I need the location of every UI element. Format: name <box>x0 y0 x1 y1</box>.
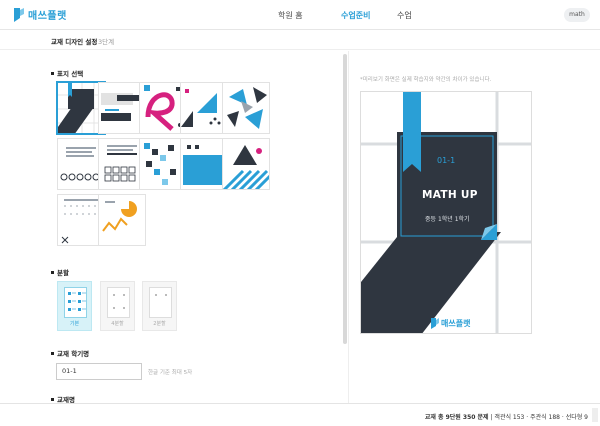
split-label-basic: 기본 <box>69 321 80 327</box>
semester-hint: 한글 기준 최대 5자 <box>148 370 193 376</box>
cover-preview: 01-1 MATH UP 중등 1학년 1학기 매쓰플랫 <box>360 91 532 334</box>
section-split-label: 분할 <box>57 269 69 277</box>
semester-input[interactable]: 01-1 <box>56 363 142 380</box>
cover-option-11[interactable] <box>57 194 105 246</box>
preview-note: *미리보기 화면은 실제 학습지와 약간의 차이가 있습니다. <box>360 77 492 83</box>
split-preview-page <box>64 287 87 318</box>
section-semester: 교재 학기명 <box>51 348 89 358</box>
bullet-icon <box>51 351 54 355</box>
split-preview-page <box>107 287 130 318</box>
split-4-icon <box>113 294 125 309</box>
cover-option-12[interactable] <box>98 194 146 246</box>
nav-class-prep[interactable]: 수업준비 <box>341 11 371 20</box>
cover-5-art <box>227 87 267 129</box>
section-split: 분할 <box>51 267 69 277</box>
cover-8-art <box>144 143 176 185</box>
nav-home[interactable]: 학원 홈 <box>278 11 303 20</box>
section-semester-label: 교재 학기명 <box>57 350 90 358</box>
cover-option-10[interactable] <box>222 138 270 190</box>
footer-separator: | <box>490 414 495 421</box>
bullet-icon <box>51 71 54 75</box>
cover-option-6[interactable] <box>57 138 105 190</box>
split-option-4[interactable]: 4분할 <box>100 281 135 331</box>
split-preview-page <box>149 287 172 318</box>
cover-6-art <box>60 147 100 181</box>
bullet-icon <box>51 270 54 274</box>
settings-panel: 표지 선택 <box>0 51 345 403</box>
panel-divider <box>348 51 349 403</box>
footer-summary: 교재 총 9단원 350 문제 | 객관식 153 · 주관식 188 · 선다… <box>425 412 588 421</box>
section-cover: 표지 선택 <box>51 68 83 78</box>
left-panel-scrollbar[interactable] <box>343 54 347 344</box>
split-basic-icon <box>68 292 86 311</box>
top-nav: 매쓰플랫 학원 홈 수업준비 수업 math <box>0 0 600 30</box>
page-title: 교재 디자인 설정 <box>51 38 98 46</box>
footer-total: 교재 총 9단원 350 문제 <box>424 414 489 421</box>
logo-icon <box>14 7 24 22</box>
split-label-4: 4분할 <box>111 321 124 327</box>
cover-option-3[interactable] <box>139 82 187 134</box>
page-step: 3단계 <box>98 38 115 46</box>
logo-text: 매쓰플랫 <box>28 11 67 22</box>
cover-12-art <box>102 201 137 232</box>
brand-logo[interactable]: 매쓰플랫 <box>14 7 67 22</box>
split-option-basic[interactable]: 기본 <box>57 281 92 331</box>
split-option-2[interactable]: 2분할 <box>142 281 177 331</box>
footer-detail: 객관식 153 · 주관식 188 · 선다형 9 <box>494 414 588 421</box>
nav-class[interactable]: 수업 <box>397 11 412 20</box>
split-2-icon <box>155 294 167 296</box>
cover-9-art <box>181 139 227 185</box>
footer-scrollbar[interactable] <box>592 408 598 422</box>
bullet-icon <box>51 397 54 401</box>
cover-option-5[interactable] <box>222 82 270 134</box>
cover-option-9[interactable] <box>180 138 228 190</box>
page-header: 교재 디자인 설정 3단계 <box>0 30 600 50</box>
cover-preview-art <box>361 92 531 333</box>
cover-2-art <box>101 93 139 121</box>
section-cover-label: 표지 선택 <box>57 70 84 78</box>
cover-4-art <box>181 89 221 127</box>
cover-11-art <box>61 199 100 244</box>
section-book-name: 교재명 <box>51 394 75 403</box>
split-label-2: 2분할 <box>153 321 166 327</box>
cover-7-art <box>104 145 137 182</box>
cover-option-4[interactable] <box>180 82 228 134</box>
cover-option-8[interactable] <box>139 138 187 190</box>
section-book-name-label: 교재명 <box>57 396 75 403</box>
preview-number: 01-1 <box>437 156 456 165</box>
preview-subtitle: 중등 1학년 1학기 <box>425 216 470 223</box>
cover-10-art <box>223 145 269 189</box>
preview-title: MATH UP <box>422 189 478 201</box>
footer-bar: 교재 총 9단원 350 문제 | 객관식 153 · 주관식 188 · 선다… <box>0 403 600 426</box>
preview-logo-text: 매쓰플랫 <box>441 319 471 328</box>
user-menu[interactable]: math <box>564 8 590 22</box>
